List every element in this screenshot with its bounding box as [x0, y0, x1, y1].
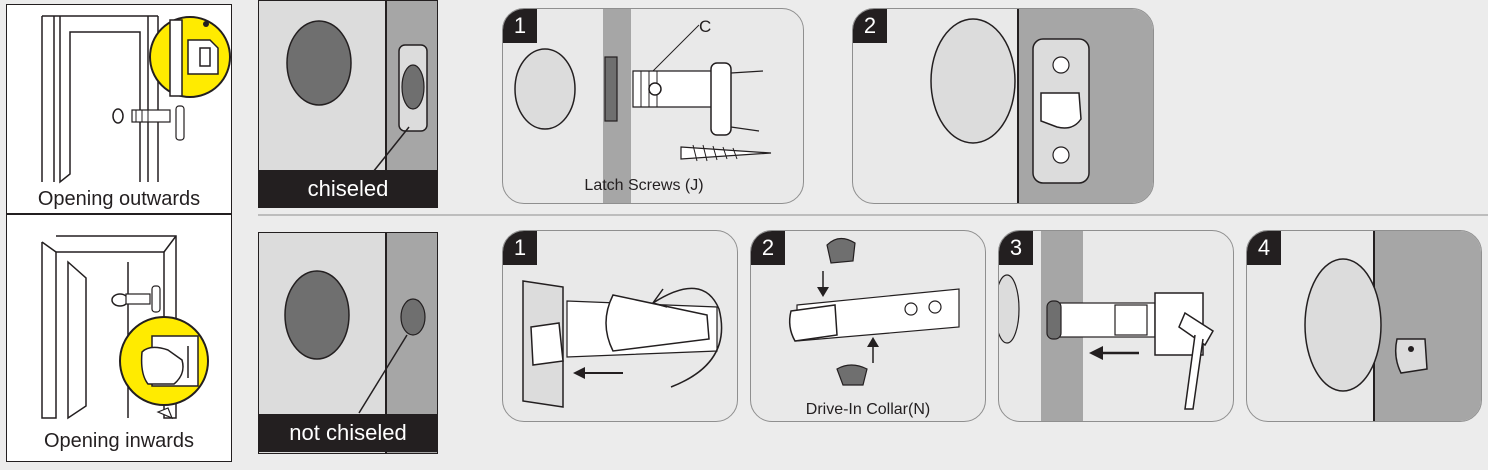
not-chiseled-step-4-card: 4 [1246, 230, 1482, 422]
chiseled-step-1-card: 1 C Latch Screws (J) [502, 8, 804, 204]
step-number: 4 [1247, 231, 1281, 265]
install-latch-illustration [514, 9, 772, 203]
chiseled-label: chiseled [258, 170, 438, 208]
latch-flush-illustration [1304, 231, 1481, 421]
drive-in-collar-caption: Drive-In Collar(N) [805, 401, 931, 418]
not-chiseled-step-1-card: 1 [502, 230, 738, 422]
step-number: 2 [853, 9, 887, 43]
inward-latch-zoom [119, 316, 209, 406]
latch-screws-caption: Latch Screws (J) [584, 177, 704, 194]
outward-latch-zoom [149, 16, 231, 98]
step-number: 2 [751, 231, 785, 265]
outward-door-illustration [41, 15, 185, 184]
inward-door-illustration [41, 235, 177, 420]
step-number: 3 [999, 231, 1033, 265]
opening-outwards-label: Opening outwards [37, 188, 201, 210]
rotate-faceplate-illustration [522, 280, 723, 408]
chiseled-step-2-card: 2 [852, 8, 1154, 204]
not-chiseled-label: not chiseled [258, 414, 438, 452]
not-chiseled-step-3-card: 3 [998, 230, 1234, 422]
hammer-latch-illustration [999, 231, 1215, 421]
step-number: 1 [503, 231, 537, 265]
callout-c: C [699, 17, 712, 36]
step-number: 1 [503, 9, 537, 43]
drive-in-collar-illustration [788, 237, 960, 386]
opening-inwards-label: Opening inwards [43, 430, 195, 452]
row-separator [258, 214, 1488, 216]
not-chiseled-step-2-card: 2 Drive-In Collar(N) [750, 230, 986, 422]
orientation-divider [6, 213, 232, 215]
latch-installed-illustration [930, 9, 1153, 203]
